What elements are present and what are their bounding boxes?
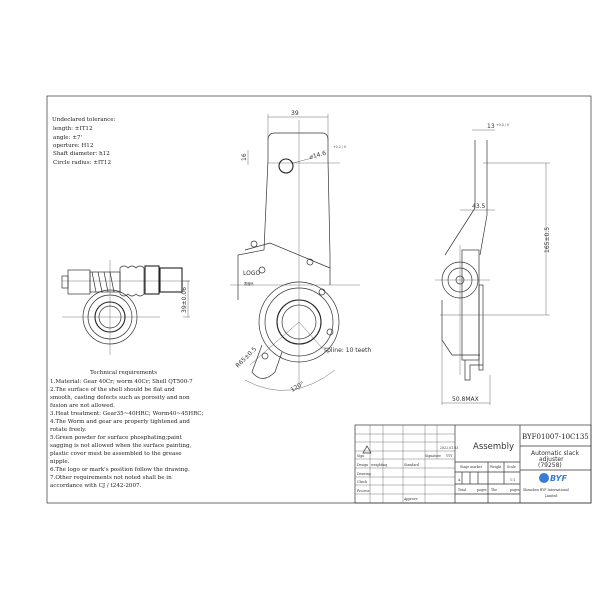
requirements-lines-5: 4.The Worm and gear are properly tighten… bbox=[50, 419, 190, 425]
dimensions-mark: 表面码 bbox=[244, 281, 254, 286]
title_block-labels-ymd: YYY bbox=[445, 454, 453, 458]
eye-hole bbox=[278, 158, 294, 174]
slack-adjuster-front-view: LOGO 表面码 39 16 ⌀14.6 +0.2 / 0 spline: 10… bbox=[230, 110, 371, 394]
dimensions-d_39_06: 39±0.06 bbox=[181, 287, 188, 313]
tolerance-notes: Undeclared tolerance: length: ±IT12 angl… bbox=[52, 117, 116, 166]
dimensions-d_43_5: 43.5 bbox=[472, 203, 486, 210]
title_block-labels-sign: Sign bbox=[357, 454, 364, 458]
requirements-lines-6: rotate freely. bbox=[50, 427, 87, 433]
requirements-lines-13: accordance with CJ / t242-2007. bbox=[50, 483, 142, 489]
title_block-labels-date: 2022.01.03 bbox=[440, 446, 458, 450]
title_block-labels-scale: Scale bbox=[507, 465, 516, 469]
dimensions-logo: LOGO bbox=[243, 270, 261, 277]
dimensions-height_16: 16 bbox=[241, 153, 248, 161]
requirements-lines-12: 7.Other requirements not noted shall be … bbox=[50, 475, 172, 481]
dimensions-d_50_8: 50.8MAX bbox=[452, 396, 479, 403]
title_block-labels-drawing: Drawing bbox=[357, 472, 371, 476]
title_block-labels-signature: Signature bbox=[425, 454, 441, 458]
requirements-lines-7: 5.Green powder for surface phosphating;p… bbox=[50, 435, 183, 441]
title_block-labels-the: The bbox=[491, 488, 497, 492]
dimensions-d_165: 165±0.5 bbox=[544, 227, 551, 253]
requirements-title: Technical requirements bbox=[90, 370, 157, 376]
title_block-labels-standard: Standard bbox=[404, 463, 419, 467]
tolerance-lines-2: operture: H12 bbox=[53, 143, 94, 149]
requirements-lines-3: fusion are not allowed. bbox=[50, 403, 115, 409]
dimensions-spline: spline: 10 teeth bbox=[324, 347, 371, 354]
title_block-labels-total: Total bbox=[458, 488, 466, 492]
title_block-labels-weight_val: weighting bbox=[371, 463, 387, 467]
title_block-labels-pages: pages bbox=[477, 488, 487, 492]
requirements-lines-2: smooth, casting defects such as porosity… bbox=[50, 395, 190, 401]
dimensions-angle: 120° bbox=[290, 380, 306, 393]
title_block-labels-scale_val: 1:1 bbox=[510, 478, 515, 482]
title_block-labels-weight: Weight bbox=[490, 465, 502, 469]
title_block-desc1: Automatic slack bbox=[531, 450, 579, 457]
title_block-labels-a: A bbox=[457, 478, 461, 482]
title_block-labels-design: Design bbox=[357, 463, 368, 467]
tolerance-lines-4: Circle radius: ±IT12 bbox=[53, 160, 111, 166]
title_block-labels-process: Process bbox=[357, 489, 370, 493]
tolerance-lines-1: angle: ±7' bbox=[53, 135, 82, 141]
title_block-labels-stage: Stage marker bbox=[460, 465, 483, 469]
requirements-lines-0: 1.Material: Gear 40Cr; worm 40Cr; Shell … bbox=[50, 379, 193, 385]
requirements-lines-11: 6.The logo or mark's position follow the… bbox=[50, 467, 190, 473]
title_block-brand: BYF bbox=[550, 474, 567, 483]
worm-gear-view: 39±0.06 bbox=[61, 260, 190, 355]
requirements-lines-1: 2.The surface of the shell should be fla… bbox=[50, 387, 175, 393]
requirements-lines-9: plastic cover must be assembled to the g… bbox=[50, 451, 182, 457]
dimensions-d_13: 13 bbox=[487, 123, 495, 130]
title_block-code: BYF01007-10C135 bbox=[522, 433, 589, 441]
dimensions-width_39: 39 bbox=[291, 110, 299, 117]
dimensions-hole_tol: +0.2 / 0 bbox=[333, 145, 346, 149]
title_block-labels-approve: Approve bbox=[403, 497, 418, 501]
title_block-drawing_name: Assembly bbox=[473, 442, 514, 452]
drawing-frame bbox=[46, 95, 592, 504]
title-block: Sign Design weighting Drawing Check Proc… bbox=[354, 424, 592, 504]
title_block-desc2: adjuster bbox=[539, 456, 564, 463]
tolerance-lines-3: Shaft diameter: h12 bbox=[53, 151, 110, 157]
title_block-company1: Shenzhen BYF International bbox=[523, 488, 569, 492]
company-logo: BYF bbox=[539, 473, 567, 483]
dimensions-hole: ⌀14.6 bbox=[309, 150, 327, 161]
title_block-desc3: (79258) bbox=[538, 462, 562, 469]
requirements-lines-4: 3.Heat treatment: Gear35~40HRC; Worm40~4… bbox=[50, 411, 204, 417]
title_block-labels-pages2: pages bbox=[510, 488, 520, 492]
title_block-labels-check: Check bbox=[357, 480, 367, 484]
slack-adjuster-side-view: 165±0.5 43.5 13 +0.5 / 0 50.8MAX bbox=[435, 123, 551, 405]
requirements-lines-8: sagging is not allowed when the surface … bbox=[50, 443, 192, 449]
revision-triangle-icon bbox=[362, 445, 372, 454]
requirements-lines-10: nipple. bbox=[50, 459, 70, 465]
dimensions-d_13_tol: +0.5 / 0 bbox=[496, 123, 509, 127]
tolerance-lines-0: length: ±IT12 bbox=[53, 126, 93, 132]
tolerance-title: Undeclared tolerance: bbox=[52, 117, 116, 123]
title_block-company2: Limited bbox=[545, 494, 557, 498]
technical-requirements: Technical requirements 1.Material: Gear … bbox=[50, 370, 204, 489]
